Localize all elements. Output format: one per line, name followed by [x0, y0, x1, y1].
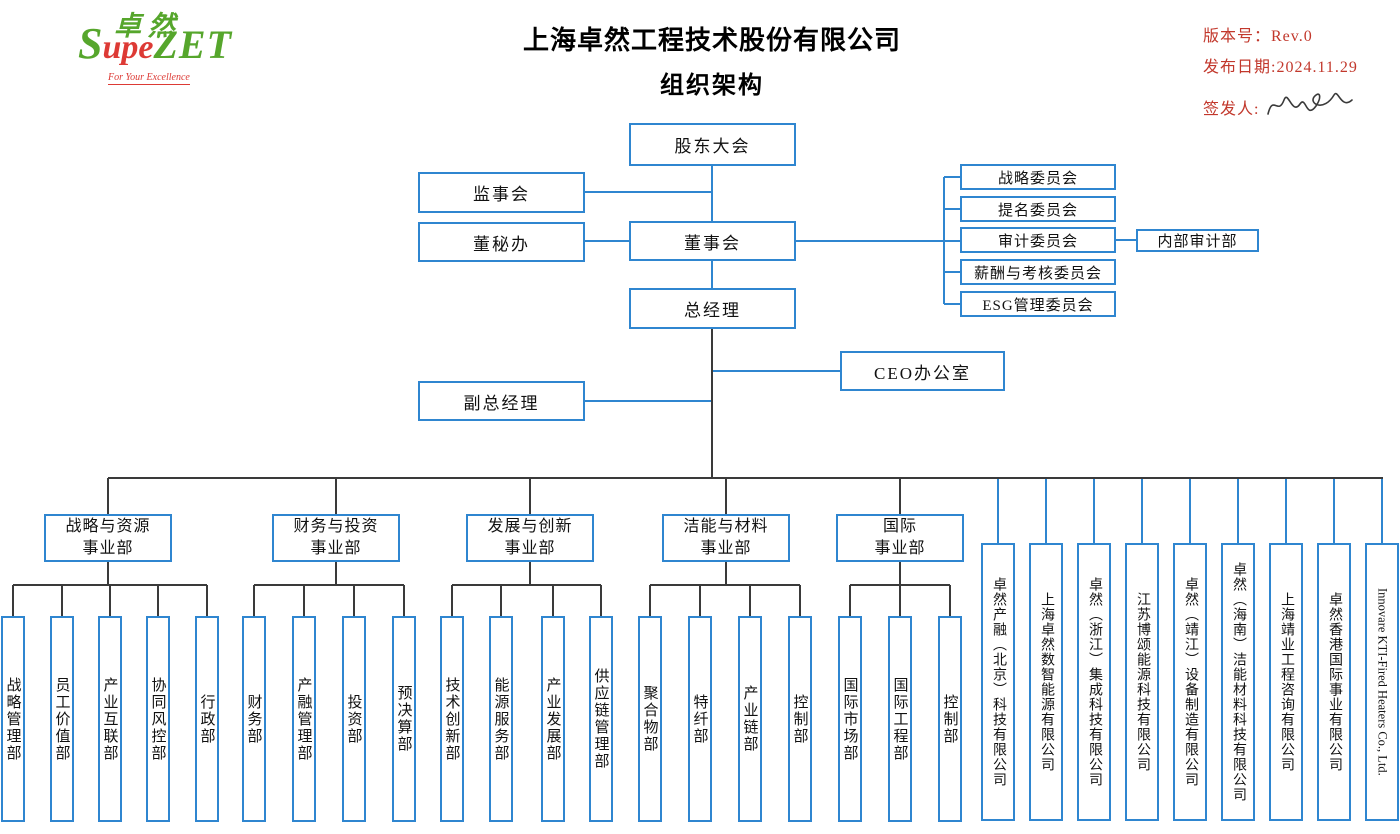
node-department: 技术创新部	[440, 616, 464, 822]
node-board-secretary-office: 董秘办	[418, 222, 585, 262]
node-board-of-directors: 董事会	[629, 221, 796, 261]
node-subsidiary: 卓然（靖江）设备制造有限公司	[1173, 543, 1207, 821]
node-subsidiary: 卓然产融（北京）科技有限公司	[981, 543, 1015, 821]
node-department: 战略管理部	[1, 616, 25, 822]
division-label-line2: 事业部	[82, 540, 134, 557]
division-label-line2: 事业部	[700, 540, 752, 557]
signer-label: 签发人:	[1203, 101, 1260, 118]
node-ceo-office: CEO办公室	[840, 351, 1005, 391]
logo-letters-zet: ZET	[153, 22, 233, 67]
division-label-line1: 财务与投资	[293, 518, 379, 536]
node-supervisory-board: 监事会	[418, 172, 585, 213]
node-department: 控制部	[938, 616, 962, 822]
revision-block: 版本号：Rev.0 发布日期:2024.11.29 签发人:	[1203, 22, 1358, 133]
node-subsidiary: 上海卓然数智能源有限公司	[1029, 543, 1063, 821]
version-label: 版本号：Rev.0	[1203, 28, 1313, 45]
node-subsidiary: 上海靖业工程咨询有限公司	[1269, 543, 1303, 821]
division-label-line2: 事业部	[310, 540, 362, 557]
node-subsidiary: 江苏博颂能源科技有限公司	[1125, 543, 1159, 821]
signer-row: 签发人:	[1203, 84, 1358, 126]
node-division-development-innovation: 发展与创新 事业部	[466, 514, 594, 562]
logo-wordmark: SupeZET	[78, 22, 232, 66]
node-subsidiary: Innovare KTI-Fired Heaters Co., Ltd.	[1365, 543, 1399, 821]
node-department: 聚合物部	[638, 616, 662, 822]
node-division-strategy-resources: 战略与资源 事业部	[44, 514, 172, 562]
node-department: 投资部	[342, 616, 366, 822]
division-label-line1: 发展与创新	[487, 518, 573, 536]
node-internal-audit-dept: 内部审计部	[1136, 229, 1259, 252]
node-deputy-general-manager: 副总经理	[418, 381, 585, 421]
node-department: 预决算部	[392, 616, 416, 822]
node-department: 能源服务部	[489, 616, 513, 822]
node-department: 国际工程部	[888, 616, 912, 822]
node-department: 员工价值部	[50, 616, 74, 822]
node-department: 供应链管理部	[589, 616, 613, 822]
node-subsidiary: 卓然（海南）洁能材料科技有限公司	[1221, 543, 1255, 821]
node-department: 产融管理部	[292, 616, 316, 822]
logo-letter-s: S	[78, 19, 103, 68]
node-committee-audit: 审计委员会	[960, 227, 1116, 253]
signature-scribble	[1267, 92, 1354, 115]
supezet-logo: 卓然 SupeZET For Your Excellence	[78, 6, 288, 102]
division-label-line2: 事业部	[874, 540, 926, 557]
node-department: 特纤部	[688, 616, 712, 822]
node-committee-compensation: 薪酬与考核委员会	[960, 259, 1116, 285]
node-department: 产业链部	[738, 616, 762, 822]
logo-tagline: For Your Excellence	[108, 72, 190, 85]
node-department: 控制部	[788, 616, 812, 822]
page-title-line1: 上海卓然工程技术股份有限公司	[522, 26, 901, 55]
node-committee-strategy: 战略委员会	[960, 164, 1116, 190]
division-label-line1: 国际	[882, 518, 917, 536]
division-label-line1: 战略与资源	[65, 518, 151, 536]
division-label-line2: 事业部	[504, 540, 556, 557]
node-department: 产业发展部	[541, 616, 565, 822]
node-division-international: 国际 事业部	[836, 514, 964, 562]
logo-letters-upe: upe	[102, 29, 154, 66]
node-general-manager: 总经理	[629, 288, 796, 329]
node-shareholders-meeting: 股东大会	[629, 123, 796, 166]
logo-cjk-text: 卓然	[114, 11, 182, 41]
node-department: 国际市场部	[838, 616, 862, 822]
release-date-label: 发布日期:2024.11.29	[1203, 59, 1358, 76]
node-division-cleanenergy-materials: 洁能与材料 事业部	[662, 514, 790, 562]
node-committee-esg: ESG管理委员会	[960, 291, 1116, 317]
page-title: 上海卓然工程技术股份有限公司 组织架构	[462, 20, 962, 100]
node-division-finance-investment: 财务与投资 事业部	[272, 514, 400, 562]
node-subsidiary: 卓然（浙江）集成科技有限公司	[1077, 543, 1111, 821]
node-subsidiary: 卓然香港国际事业有限公司	[1317, 543, 1351, 821]
node-committee-nomination: 提名委员会	[960, 196, 1116, 222]
node-department: 财务部	[242, 616, 266, 822]
division-label-line1: 洁能与材料	[683, 518, 769, 536]
node-department: 行政部	[195, 616, 219, 822]
node-department: 协同风控部	[146, 616, 170, 822]
node-department: 产业互联部	[98, 616, 122, 822]
page-title-line2: 组织架构	[660, 73, 764, 99]
